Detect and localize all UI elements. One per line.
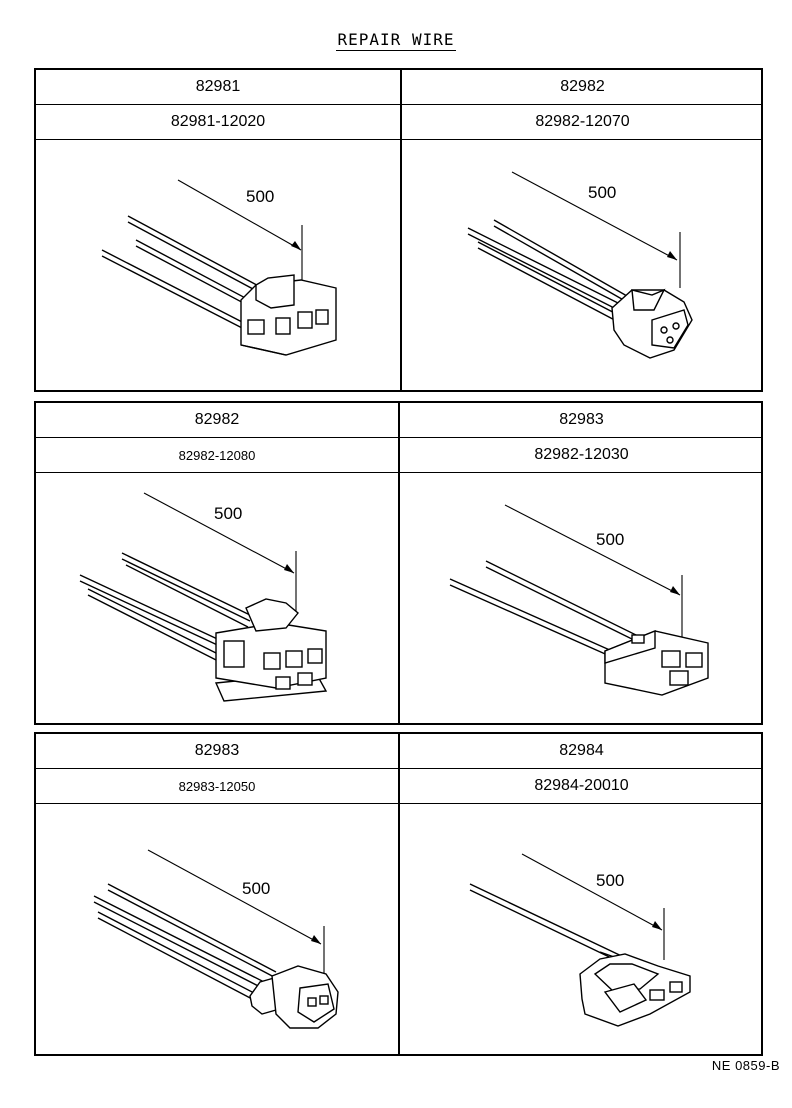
connector-illustration: 500: [467, 171, 693, 359]
drawing-reference-code: NE 0859-B: [711, 1058, 780, 1073]
dimension-label: 500: [246, 187, 274, 206]
connector-drawing: 500: [36, 140, 400, 390]
page-title: REPAIR WIRE: [335, 30, 457, 51]
connector-illustration: 500: [449, 504, 709, 696]
dimension-label: 500: [242, 879, 270, 898]
dimension-label: 500: [214, 504, 242, 523]
panel-part-number: 82982-12070: [402, 105, 763, 140]
panel-part-number: 82983-12050: [36, 769, 398, 804]
panel-82982-12080: 82982 82982-12080 500: [36, 403, 398, 723]
panel-part-number: 82982-12080: [36, 438, 398, 473]
panel-row-2: 82982 82982-12080 500: [34, 401, 763, 725]
panel-part-number: 82981-12020: [36, 105, 400, 140]
panel-code: 82982: [402, 70, 763, 105]
connector-illustration: 500: [469, 853, 691, 1027]
panel-82982-12070: 82982 82982-12070 500: [402, 70, 763, 390]
panel-82981-12020: 82981 82981-12020 500: [36, 70, 400, 390]
connector-drawing: 500: [400, 473, 763, 723]
panel-82982-12030: 82983 82982-12030 500: [400, 403, 763, 723]
connector-drawing: 500: [36, 473, 398, 723]
column-divider: [398, 734, 400, 1054]
panel-82983-12050: 82983 82983-12050 500: [36, 734, 398, 1054]
connector-illustration: 500: [79, 492, 328, 702]
connector-illustration: 500: [101, 179, 337, 356]
panel-row-3: 82983 82983-12050 500 82984: [34, 732, 763, 1056]
panel-code: 82984: [400, 734, 763, 769]
column-divider: [400, 70, 402, 390]
panel-code: 82983: [400, 403, 763, 438]
panel-82984-20010: 82984 82984-20010 500: [400, 734, 763, 1054]
panel-code: 82981: [36, 70, 400, 105]
column-divider: [398, 403, 400, 723]
dimension-label: 500: [588, 183, 616, 202]
connector-drawing: 500: [36, 804, 398, 1054]
dimension-label: 500: [596, 871, 624, 890]
dimension-label: 500: [596, 530, 624, 549]
connector-drawing: 500: [400, 804, 763, 1054]
panel-part-number: 82982-12030: [400, 438, 763, 473]
panel-code: 82982: [36, 403, 398, 438]
connector-drawing: 500: [402, 140, 763, 390]
panel-part-number: 82984-20010: [400, 769, 763, 804]
panel-row-1: 82981 82981-12020 500: [34, 68, 763, 392]
connector-illustration: 500: [93, 849, 339, 1029]
panel-code: 82983: [36, 734, 398, 769]
